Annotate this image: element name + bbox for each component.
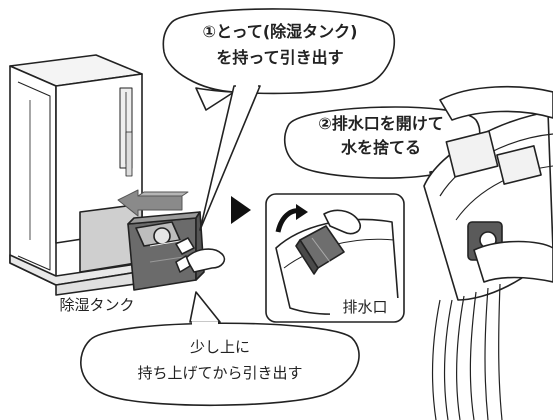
- step2-line2: 水を捨てる: [340, 138, 421, 157]
- next-step-arrow-icon: [231, 196, 251, 224]
- bottom-note-line2: 持ち上げてから引き出す: [137, 364, 303, 382]
- tank-label: 除湿タンク: [59, 296, 135, 314]
- bubble-bottom: [80, 291, 360, 407]
- step2-line1: ②排水口を開けて: [318, 114, 444, 133]
- step1-line2: を持って引き出す: [216, 48, 344, 67]
- bottom-note-line1: 少し上に: [189, 338, 250, 356]
- dehumidifier-unit: [9, 54, 151, 296]
- hand-pulling-tank: [175, 237, 226, 273]
- water-tank: [127, 211, 205, 291]
- drain-label: 排水口: [330, 298, 400, 317]
- tank-emptying: [423, 86, 553, 301]
- water-stream: [431, 283, 503, 420]
- pull-arrow-icon: [117, 189, 189, 217]
- drain-detail-box: [265, 193, 405, 323]
- step1-line1: ①とって(除湿タンク): [202, 22, 358, 41]
- bubble-step1: [162, 8, 396, 231]
